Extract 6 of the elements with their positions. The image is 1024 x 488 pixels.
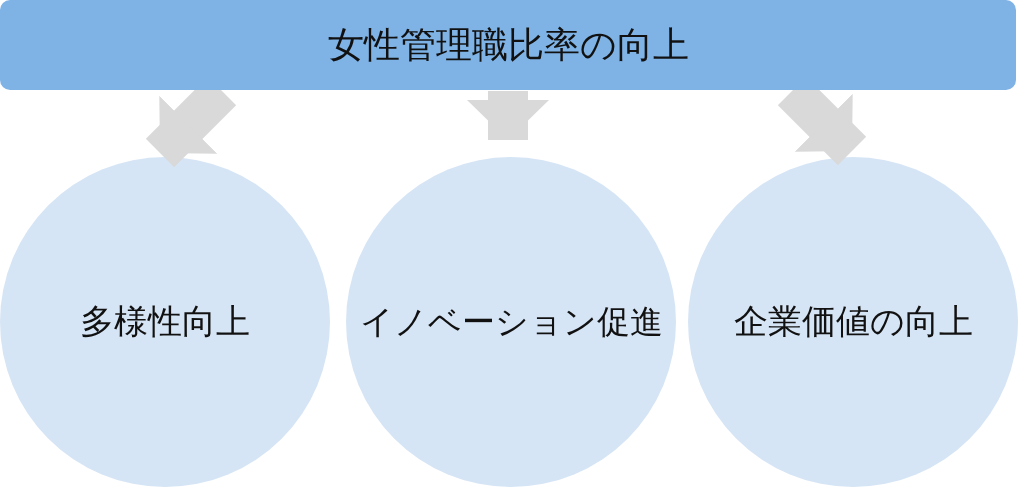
node-label: 女性管理職比率の向上: [327, 22, 689, 67]
title-bar: [0, 0, 1016, 90]
node-label: 企業価値の向上: [733, 300, 973, 343]
node-label: 多様性向上: [80, 300, 250, 343]
block-arrow: [467, 91, 549, 140]
node-label: イノベーション促進: [359, 300, 663, 343]
